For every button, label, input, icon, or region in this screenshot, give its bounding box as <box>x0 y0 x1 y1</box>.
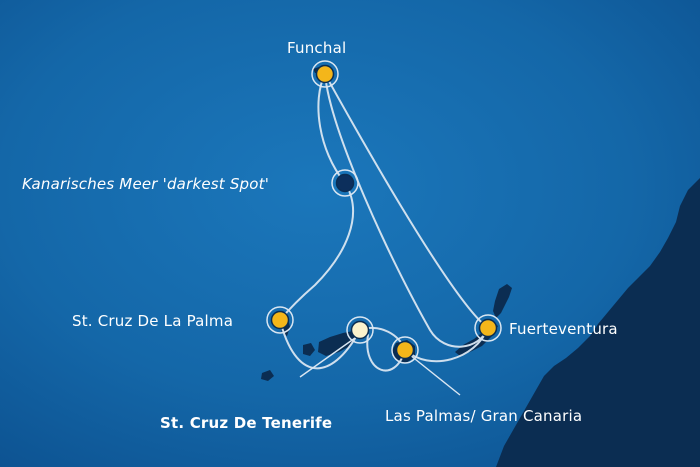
port-marker-gran-canaria[interactable] <box>391 336 419 364</box>
route-leg-funchal-fuerteventura-west <box>324 73 489 348</box>
africa-coastline <box>496 178 700 467</box>
route-leg-fuerteventura-funchal-east <box>324 73 489 329</box>
port-label-fuerteventura: Fuerteventura <box>509 320 618 338</box>
port-label-tenerife: St. Cruz De Tenerife <box>160 414 333 432</box>
port-label-gran-canaria: Las Palmas/ Gran Canaria <box>385 407 583 425</box>
leader-lines <box>299 337 461 396</box>
route-leg-la-palma-tenerife <box>279 319 361 370</box>
port-label-funchal: Funchal <box>287 39 347 57</box>
port-marker-fuerteventura[interactable] <box>474 314 502 342</box>
island-tenerife <box>318 331 357 356</box>
port-label-sea-day: Kanarisches Meer 'darkest Spot' <box>22 175 270 193</box>
port-marker-tenerife[interactable] <box>346 316 374 344</box>
island-lanzarote <box>493 284 512 318</box>
port-marker-la-palma[interactable] <box>266 306 294 334</box>
route-leg-sea-day-la-palma <box>279 182 354 321</box>
route-leg-gran-canaria-tenerife-loop <box>366 334 406 372</box>
cruise-route <box>279 73 489 372</box>
island-el-hierro <box>261 370 274 381</box>
leader-gran-canaria <box>409 354 461 396</box>
island-la-gomera <box>303 343 315 356</box>
leader-tenerife <box>299 337 356 378</box>
port-marker-funchal[interactable] <box>311 60 339 88</box>
port-label-la-palma: St. Cruz De La Palma <box>72 312 234 330</box>
route-leg-funchal-sea-day <box>317 73 346 184</box>
port-marker-sea-day[interactable] <box>331 169 359 197</box>
